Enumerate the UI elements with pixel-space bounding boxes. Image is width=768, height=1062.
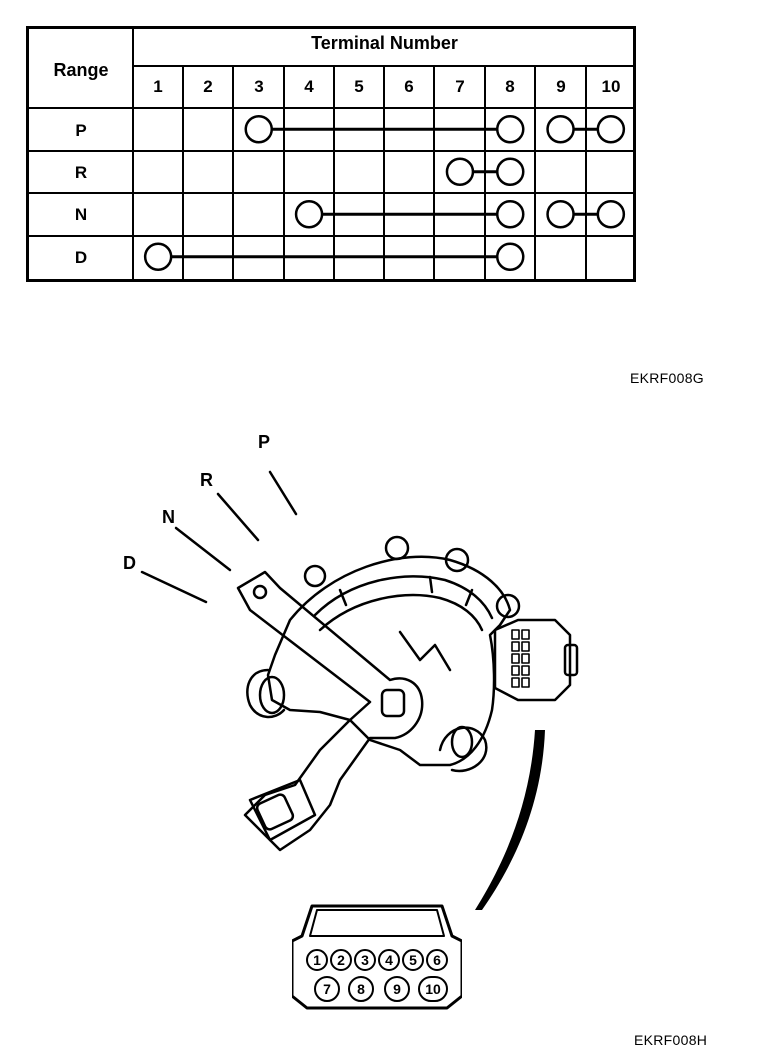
connector-pin-8: 8 [348,976,374,1002]
terminal-10-header: 10 [601,77,621,96]
terminal-4-header: 4 [304,77,314,96]
connector-pin-1: 1 [306,949,328,971]
connector-face: 1 2 3 4 5 6 7 8 9 10 [290,896,464,1016]
connector-pin-7: 7 [314,976,340,1002]
figure-code-bottom: EKRF008H [634,1032,708,1048]
connector-pin-3: 3 [354,949,376,971]
continuity-terminal-circle [596,200,626,229]
connector-outline [290,904,464,1010]
range-label-p: P [258,432,271,452]
connector-pin-2: 2 [330,949,352,971]
continuity-table: Range Terminal Number 1 2 3 4 5 6 7 8 9 … [26,26,636,282]
continuity-terminal-circle [294,200,324,229]
terminal-8-header: 8 [505,77,515,96]
range-label-n: N [162,507,175,527]
figure-code-top: EKRF008G [630,370,704,386]
terminal-1-header: 1 [153,77,163,96]
continuity-terminal-circle [546,115,575,144]
terminal-3-header: 3 [254,77,264,96]
table-grid [26,26,636,282]
range-row-r: R [74,163,88,182]
connector-pin-6: 6 [426,949,448,971]
continuity-terminal-circle [496,200,525,229]
connector-pin-4: 4 [378,949,400,971]
range-row-n: N [74,205,88,224]
range-row-p: P [75,121,87,140]
inhibitor-switch-illustration: P R N D [100,420,620,910]
range-row-d: D [74,248,88,267]
range-column-header: Range [53,60,109,80]
continuity-terminal-circle [496,157,525,186]
terminal-9-header: 9 [556,77,566,96]
range-label-d: D [123,553,136,573]
continuity-terminal-circle [546,200,575,229]
connector-pin-9: 9 [384,976,410,1002]
terminal-7-header: 7 [455,77,465,96]
continuity-terminal-circle [496,242,525,271]
terminal-6-header: 6 [404,77,414,96]
continuity-terminal-circle [143,242,173,271]
continuity-terminal-circle [244,115,273,144]
terminal-number-header: Terminal Number [311,33,458,53]
terminal-5-header: 5 [354,77,364,96]
connector-pin-10: 10 [418,976,448,1002]
switch-drawing [140,470,579,910]
continuity-terminal-circle [445,157,475,186]
continuity-terminal-circle [496,115,525,144]
connector-lead-arrow [475,730,545,910]
connector-pin-5: 5 [402,949,424,971]
range-label-r: R [200,470,213,490]
continuity-terminal-circle [596,115,626,144]
terminal-2-header: 2 [203,77,213,96]
